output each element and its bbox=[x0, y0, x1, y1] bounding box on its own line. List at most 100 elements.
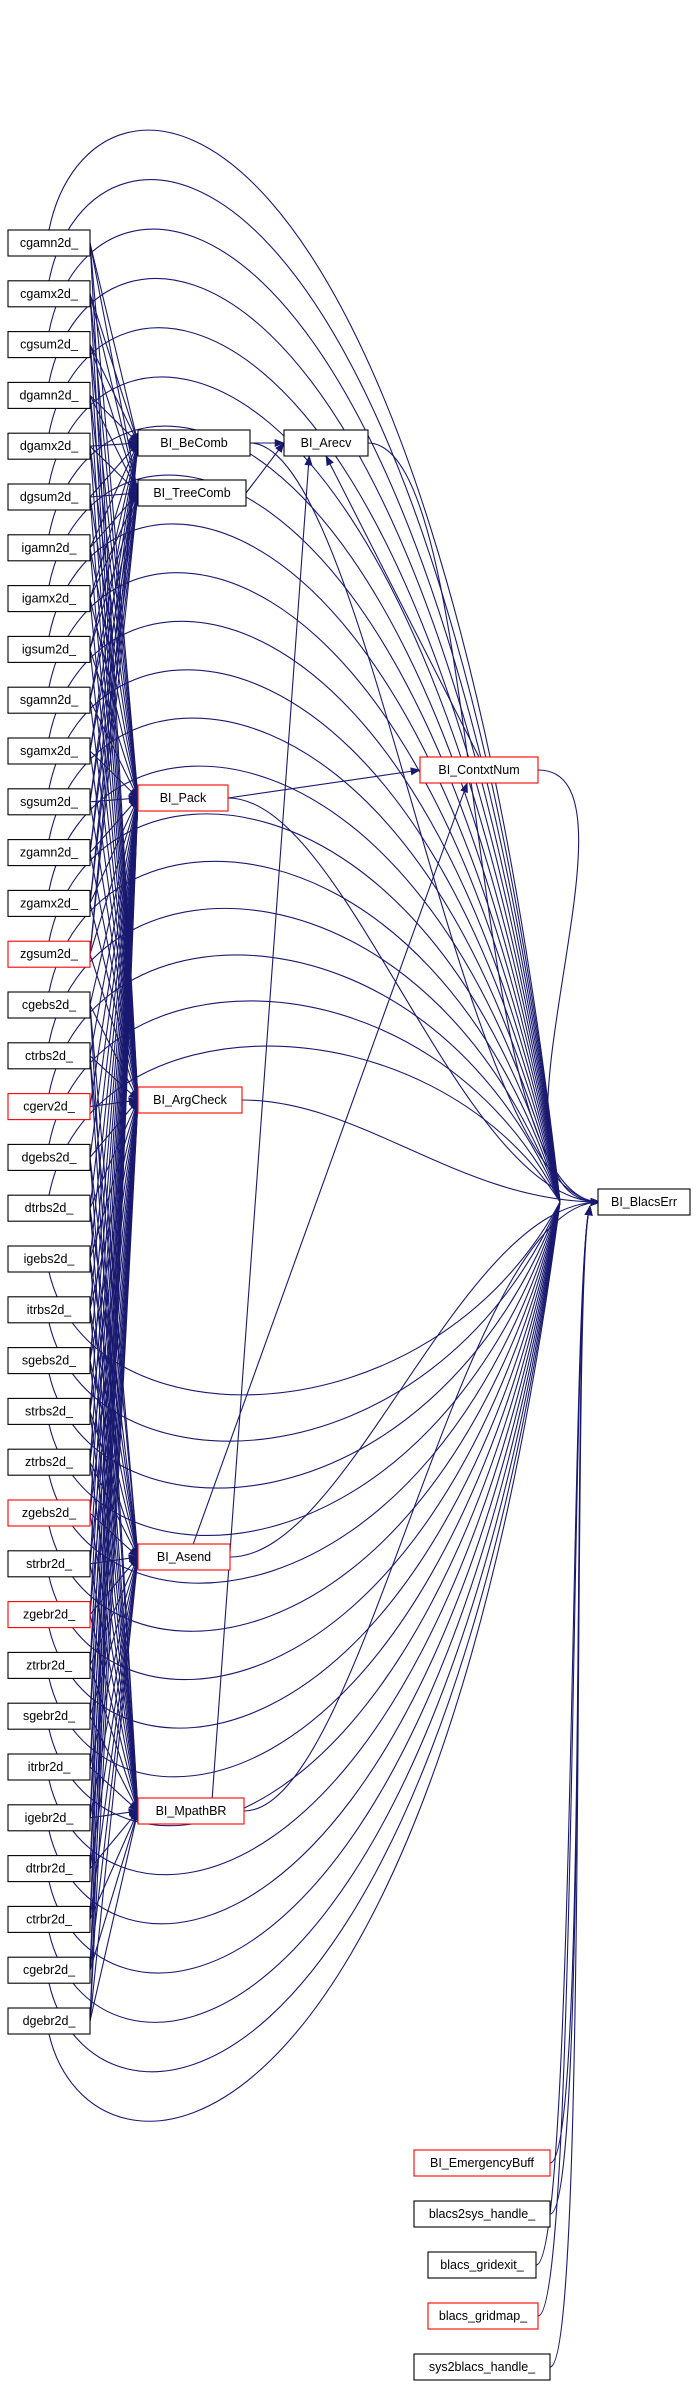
node-bi-mpathbr[interactable]: BI_MpathBR bbox=[137, 1797, 245, 1825]
node-blacs-gridmap[interactable]: blacs_gridmap_ bbox=[427, 2302, 539, 2330]
node-itrbs2d-label: itrbs2d_ bbox=[27, 1303, 73, 1317]
node-igebs2d[interactable]: igebs2d_ bbox=[7, 1245, 91, 1273]
node-dgsum2d[interactable]: dgsum2d_ bbox=[7, 483, 91, 511]
edge-ctrbs2d-to-bi_pack bbox=[89, 797, 139, 1056]
node-zgebs2d[interactable]: zgebs2d_ bbox=[7, 1499, 91, 1527]
edge-igamn2d-to-bi_blacserr bbox=[48, 425, 561, 1203]
edge-dgsum2d-to-bi_becomb bbox=[89, 442, 139, 498]
node-bi-contxtnum[interactable]: BI_ContxtNum bbox=[419, 756, 539, 784]
node-itrbs2d[interactable]: itrbs2d_ bbox=[7, 1296, 91, 1324]
node-blacs-gridexit[interactable]: blacs_gridexit_ bbox=[427, 2251, 537, 2279]
node-cgerv2d[interactable]: cgerv2d_ bbox=[7, 1093, 91, 1121]
node-zgamn2d[interactable]: zgamn2d_ bbox=[7, 839, 91, 867]
edge-cgamn2d-to-bi_blacserr bbox=[48, 129, 561, 1203]
node-cgamx2d[interactable]: cgamx2d_ bbox=[7, 280, 91, 308]
node-ztrbs2d[interactable]: ztrbs2d_ bbox=[7, 1448, 91, 1476]
node-cgebr2d[interactable]: cgebr2d_ bbox=[7, 1956, 91, 1984]
node-cgamx2d-label: cgamx2d_ bbox=[20, 287, 79, 301]
node-dgebr2d-box bbox=[7, 2007, 91, 2035]
edge-cgebs2d-to-bi_blacserr bbox=[48, 860, 561, 1203]
node-cgsum2d[interactable]: cgsum2d_ bbox=[7, 331, 91, 359]
node-zgebr2d[interactable]: zgebr2d_ bbox=[7, 1601, 91, 1629]
node-igebr2d[interactable]: igebr2d_ bbox=[7, 1804, 91, 1832]
node-dtrbs2d[interactable]: dtrbs2d_ bbox=[7, 1194, 91, 1222]
node-igamn2d[interactable]: igamn2d_ bbox=[7, 534, 91, 562]
node-itrbr2d[interactable]: itrbr2d_ bbox=[7, 1753, 91, 1781]
node-ctrbr2d[interactable]: ctrbr2d_ bbox=[7, 1905, 91, 1933]
node-zgamx2d-box bbox=[7, 889, 91, 917]
node-igamx2d-box bbox=[7, 585, 91, 613]
edge-bi_contxtnum-to-bi_blacserr bbox=[537, 769, 601, 1203]
node-blacs2sys-handle[interactable]: blacs2sys_handle_ bbox=[413, 2200, 551, 2228]
node-cgamx2d-box bbox=[7, 280, 91, 308]
node-ctrbs2d[interactable]: ctrbs2d_ bbox=[7, 1042, 91, 1070]
node-igsum2d[interactable]: igsum2d_ bbox=[7, 635, 91, 663]
edge-cgerv2d-to-bi_pack bbox=[89, 797, 139, 1107]
node-blacs-gridmap-label: blacs_gridmap_ bbox=[439, 2309, 528, 2323]
edge-igebs2d-to-bi_blacserr bbox=[48, 1201, 561, 1396]
node-ztrbr2d[interactable]: ztrbr2d_ bbox=[7, 1651, 91, 1679]
node-zgsum2d[interactable]: zgsum2d_ bbox=[7, 940, 91, 968]
node-bi-pack-box bbox=[137, 784, 229, 812]
node-cgebs2d[interactable]: cgebs2d_ bbox=[7, 991, 91, 1019]
node-cgebr2d-label: cgebr2d_ bbox=[23, 1963, 76, 1977]
node-dgamx2d[interactable]: dgamx2d_ bbox=[7, 432, 91, 460]
edge-dgebr2d-to-bi_pack bbox=[89, 797, 139, 2022]
node-sgebr2d-box bbox=[7, 1702, 91, 1730]
edge-zgamx2d-to-bi_blacserr bbox=[48, 765, 561, 1203]
edge-strbr2d-to-bi_blacserr bbox=[48, 1201, 561, 1681]
edge-zgsum2d-to-bi_becomb bbox=[89, 442, 139, 955]
edge-itrbr2d-to-bi_blacserr bbox=[48, 1201, 561, 1876]
node-sgamx2d[interactable]: sgamx2d_ bbox=[7, 737, 91, 765]
edge-dgebs2d-to-bi_blacserr bbox=[48, 1000, 561, 1203]
edge-ctrbr2d-to-bi_blacserr bbox=[48, 1201, 561, 2023]
node-sgamn2d[interactable]: sgamn2d_ bbox=[7, 686, 91, 714]
node-dtrbs2d-label: dtrbs2d_ bbox=[25, 1201, 75, 1215]
node-bi-contxtnum-label: BI_ContxtNum bbox=[438, 763, 519, 777]
edge-bi_becomb-to-bi_arecv-arrowhead bbox=[274, 438, 285, 448]
node-ztrbs2d-box bbox=[7, 1448, 91, 1476]
node-sgebs2d-label: sgebs2d_ bbox=[22, 1354, 77, 1368]
edge-zgamn2d-to-bi_pack bbox=[89, 797, 139, 853]
node-strbr2d[interactable]: strbr2d_ bbox=[7, 1550, 91, 1578]
edge-ctrbs2d-to-bi_blacserr bbox=[48, 907, 561, 1203]
node-dtrbr2d[interactable]: dtrbr2d_ bbox=[7, 1855, 91, 1883]
node-sgsum2d-box bbox=[7, 788, 91, 816]
node-zgebr2d-box bbox=[7, 1601, 91, 1629]
edge-zgsum2d-to-bi_blacserr bbox=[48, 813, 561, 1203]
node-sgamx2d-label: sgamx2d_ bbox=[20, 744, 79, 758]
node-zgebr2d-label: zgebr2d_ bbox=[23, 1608, 76, 1622]
node-sys2blacs-handle[interactable]: sys2blacs_handle_ bbox=[413, 2353, 551, 2381]
edge-itrbs2d-to-bi_blacserr bbox=[48, 1201, 561, 1442]
node-sgsum2d[interactable]: sgsum2d_ bbox=[7, 788, 91, 816]
edge-ctrbs2d-to-bi_argcheck-arrowhead bbox=[128, 1090, 139, 1101]
edge-cgebr2d-to-bi_blacserr bbox=[48, 1201, 561, 2073]
edge-cgerv2d-to-bi_blacserr bbox=[48, 954, 561, 1203]
node-sgebr2d[interactable]: sgebr2d_ bbox=[7, 1702, 91, 1730]
node-bi-arecv[interactable]: BI_Arecv bbox=[283, 429, 369, 457]
node-sgebs2d[interactable]: sgebs2d_ bbox=[7, 1347, 91, 1375]
edge-dgamx2d-to-bi_blacserr bbox=[48, 327, 561, 1203]
node-cgebr2d-box bbox=[7, 1956, 91, 1984]
node-bi-pack[interactable]: BI_Pack bbox=[137, 784, 229, 812]
edge-bi_asend-to-bi_blacserr bbox=[229, 1201, 601, 1558]
node-bi-emergencybuff[interactable]: BI_EmergencyBuff bbox=[413, 2149, 551, 2177]
node-ztrbr2d-label: ztrbr2d_ bbox=[26, 1658, 73, 1672]
node-bi-blacserr[interactable]: BI_BlacsErr bbox=[597, 1188, 691, 1216]
node-igamx2d[interactable]: igamx2d_ bbox=[7, 585, 91, 613]
node-bi-treecomb[interactable]: BI_TreeComb bbox=[137, 479, 247, 507]
edge-dgebr2d-to-bi_argcheck bbox=[89, 1099, 139, 2022]
node-cgebs2d-label: cgebs2d_ bbox=[22, 998, 77, 1012]
node-zgamx2d[interactable]: zgamx2d_ bbox=[7, 889, 91, 917]
node-bi-becomb[interactable]: BI_BeComb bbox=[137, 429, 251, 457]
node-bi-asend[interactable]: BI_Asend bbox=[137, 1543, 231, 1571]
node-strbs2d[interactable]: strbs2d_ bbox=[7, 1397, 91, 1425]
edge-sgebs2d-to-bi_pack bbox=[89, 797, 139, 1361]
node-dgebs2d[interactable]: dgebs2d_ bbox=[7, 1143, 91, 1171]
node-bi-blacserr-label: BI_BlacsErr bbox=[611, 1195, 677, 1209]
node-dgebr2d[interactable]: dgebr2d_ bbox=[7, 2007, 91, 2035]
node-dgamn2d[interactable]: dgamn2d_ bbox=[7, 381, 91, 409]
node-cgamn2d[interactable]: cgamn2d_ bbox=[7, 229, 91, 257]
node-strbr2d-label: strbr2d_ bbox=[26, 1557, 73, 1571]
node-bi-argcheck[interactable]: BI_ArgCheck bbox=[137, 1086, 243, 1114]
